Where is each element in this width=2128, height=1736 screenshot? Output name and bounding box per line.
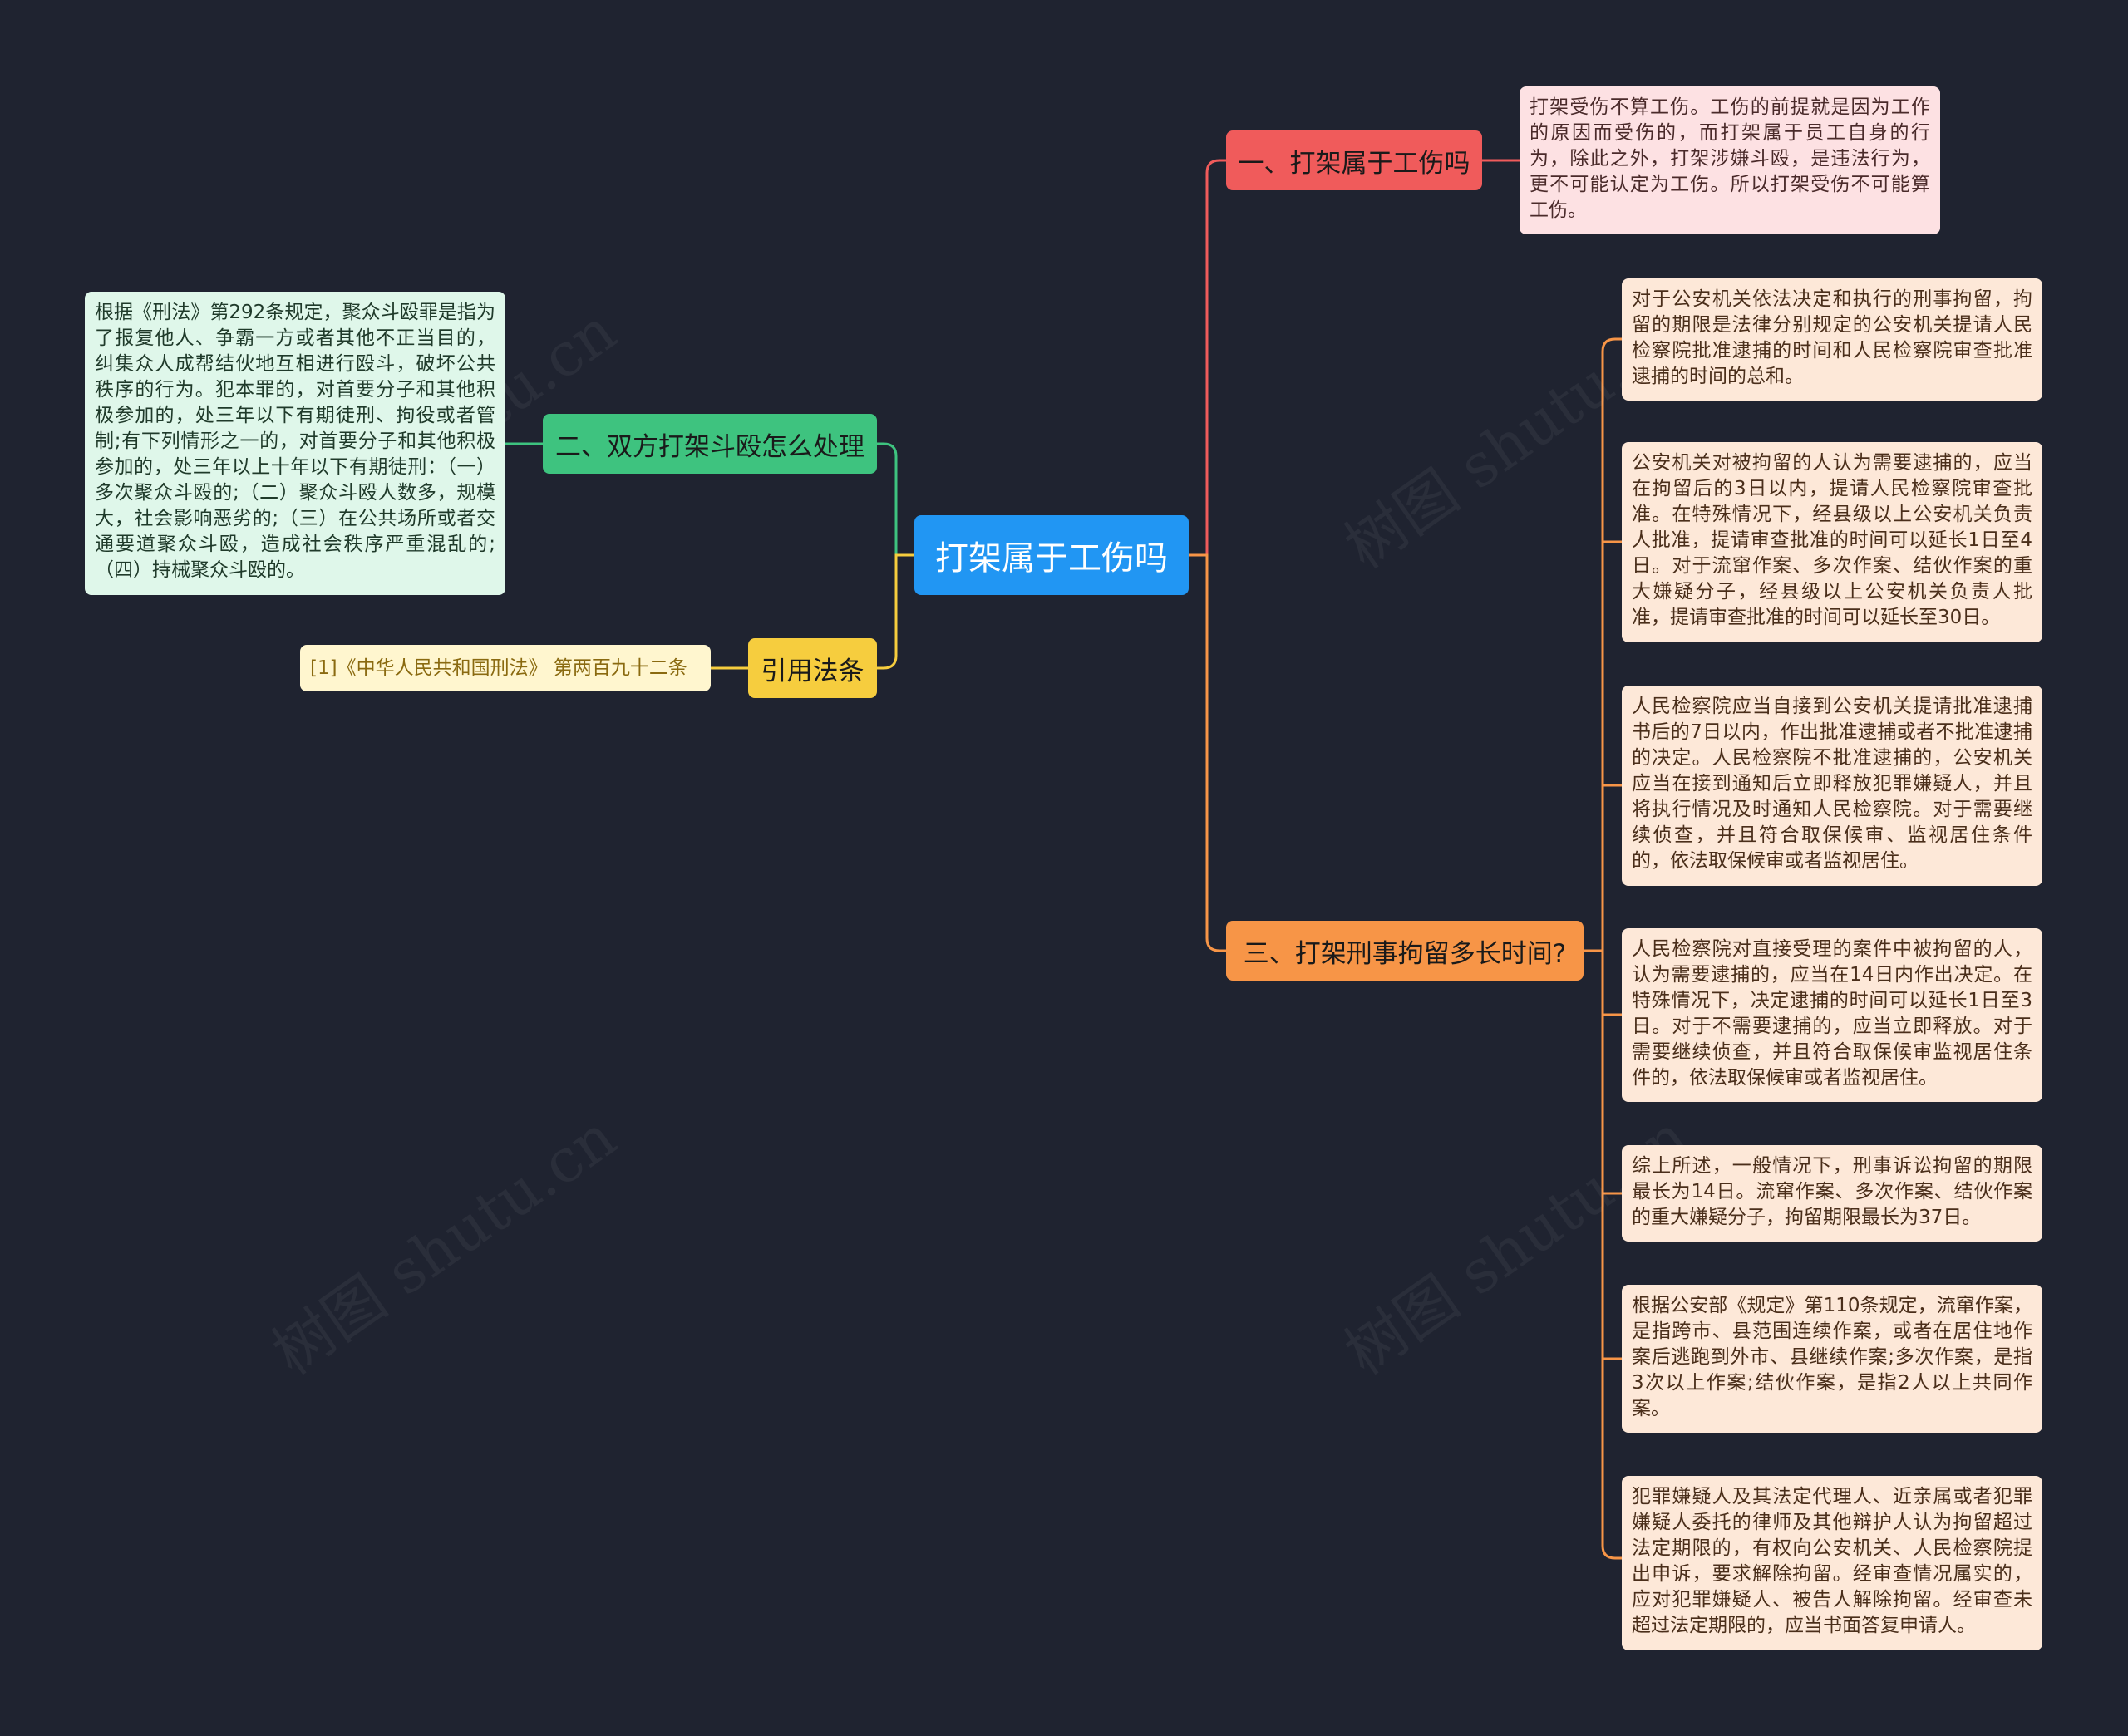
edge-center-to-branch-3 [1189, 553, 1226, 952]
edge-center-to-branch-4 [877, 553, 914, 670]
leaf-topic-3-7[interactable]: 犯罪嫌疑人及其法定代理人、近亲属或者犯罪嫌疑人委托的律师及其他辩护人认为拘留超过… [1622, 1476, 2042, 1650]
leaf-topic-4-1[interactable]: [1]《中华人民共和国刑法》 第两百九十二条 [300, 645, 711, 691]
leaf-topic-3-2[interactable]: 公安机关对被拘留的人认为需要逮捕的，应当在拘留后的3日以内，提请人民检察院审查批… [1622, 442, 2042, 642]
leaf-topic-3-5[interactable]: 综上所述，一般情况下，刑事诉讼拘留的期限最长为14日。流窜作案、多次作案、结伙作… [1622, 1145, 2042, 1242]
edge-branch-3-to-leaves [1584, 337, 1622, 1560]
branch-topic-3[interactable]: 三、打架刑事拘留多长时间? [1226, 921, 1584, 981]
leaf-topic-3-4[interactable]: 人民检察院对直接受理的案件中被拘留的人，认为需要逮捕的，应当在14日内作出决定。… [1622, 928, 2042, 1102]
branch-topic-4[interactable]: 引用法条 [748, 638, 877, 698]
leaf-topic-3-3[interactable]: 人民检察院应当自接到公安机关提请批准逮捕书后的7日以内，作出批准逮捕或者不批准逮… [1622, 686, 2042, 886]
leaf-topic-2-1[interactable]: 根据《刑法》第292条规定，聚众斗殴罪是指为了报复他人、争霸一方或者其他不正当目… [85, 292, 505, 595]
leaf-topic-3-6[interactable]: 根据公安部《规定》第110条规定，流窜作案，是指跨市、县范围连续作案，或者在居住… [1622, 1285, 2042, 1433]
leaf-topic-1-1[interactable]: 打架受伤不算工伤。工伤的前提就是因为工作的原因而受伤的，而打架属于员工自身的行为… [1520, 86, 1940, 234]
central-topic[interactable]: 打架属于工伤吗 [914, 515, 1189, 595]
edge-center-to-branch-1 [1189, 159, 1226, 557]
branch-topic-2[interactable]: 二、双方打架斗殴怎么处理 [543, 414, 877, 474]
branch-topic-1[interactable]: 一、打架属于工伤吗 [1226, 130, 1482, 190]
leaf-topic-3-1[interactable]: 对于公安机关依法决定和执行的刑事拘留，拘留的期限是法律分别规定的公安机关提请人民… [1622, 278, 2042, 401]
edge-center-to-branch-2 [877, 442, 914, 557]
